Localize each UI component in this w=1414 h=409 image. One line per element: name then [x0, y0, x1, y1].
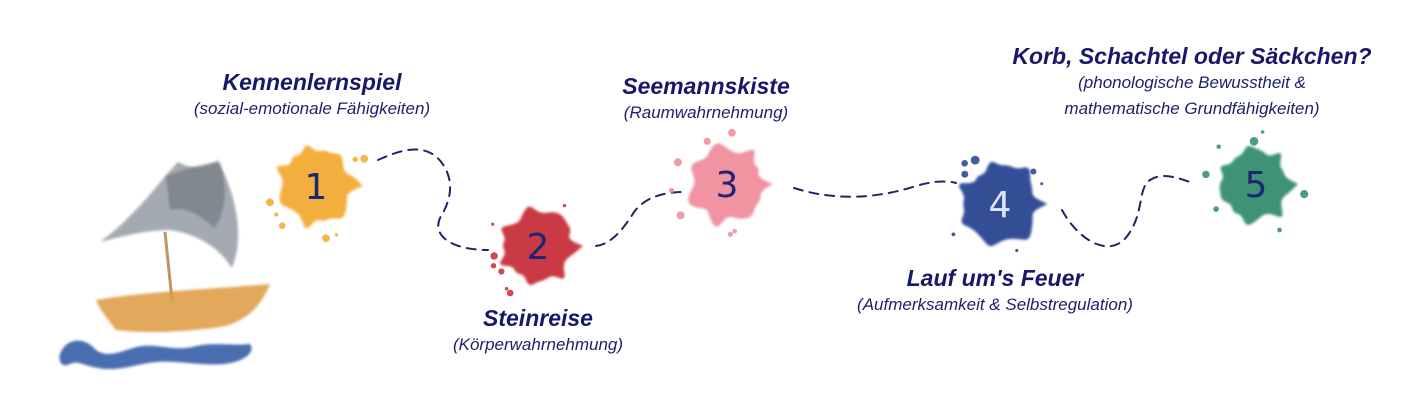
splat-droplet: [1015, 248, 1019, 253]
step-3-number: 3: [716, 165, 739, 206]
splat-droplet: [1216, 144, 1221, 149]
step-5-number: 5: [1245, 165, 1268, 206]
step-1-title: Kennenlernspiel: [222, 69, 402, 95]
splat-droplet: [970, 155, 980, 165]
step-2-title: Steinreise: [483, 305, 593, 331]
step-2-number: 2: [527, 227, 550, 268]
step-2-marker: 2: [490, 203, 583, 297]
step-4-splat: [959, 161, 1048, 247]
splat-droplet: [961, 170, 969, 178]
step-2-subtitle: (Körperwahrnehmung): [452, 335, 624, 354]
splat-droplet: [961, 160, 968, 167]
water: [59, 340, 252, 370]
splat-droplet: [322, 234, 330, 243]
step-3-label: Seemannskiste (Raumwahrnehmung): [556, 72, 856, 126]
step-4-title: Lauf um's Feuer: [906, 265, 1084, 291]
step-2-splat: [500, 206, 583, 286]
step-1-number: 1: [305, 167, 328, 208]
splat-droplet: [274, 212, 279, 217]
hull: [96, 284, 270, 333]
splat-droplet: [506, 289, 514, 297]
step-5-marker: 5: [1202, 130, 1309, 233]
step-3-title: Seemannskiste: [622, 73, 790, 99]
step-4-subtitle: (Aufmerksamkeit & Selbstregulation): [857, 295, 1133, 314]
splat-droplet: [491, 222, 495, 226]
step-1-marker: 1: [266, 145, 369, 243]
step-2-label: Steinreise (Körperwahrnehmung): [388, 304, 688, 358]
step-5-splat: [1219, 145, 1298, 225]
splat-droplet: [490, 252, 498, 260]
step-3-splat: [688, 143, 773, 227]
splat-droplet: [668, 187, 675, 194]
splat-droplet: [727, 231, 733, 237]
splat-droplet: [334, 233, 339, 237]
splat-droplet: [1202, 170, 1210, 179]
splat-droplet: [732, 229, 737, 234]
step-5-title: Korb, Schachtel oder Säckchen?: [1012, 43, 1372, 69]
splat-droplet: [728, 128, 736, 137]
splat-droplet: [1030, 168, 1037, 175]
splat-droplet: [278, 222, 286, 229]
splat-droplet: [498, 268, 505, 275]
step-1-label: Kennenlernspiel (sozial-emotionale Fähig…: [162, 68, 462, 122]
step-1-splat: [276, 145, 363, 229]
splat-droplet: [676, 211, 685, 220]
splat-droplet: [673, 158, 682, 167]
splat-droplet: [1277, 227, 1282, 233]
step-1-subtitle: (sozial-emotionale Fähigkeiten): [193, 99, 431, 118]
splat-droplet: [703, 137, 711, 145]
step-4-label: Lauf um's Feuer (Aufmerksamkeit & Selbst…: [820, 264, 1170, 318]
splat-droplet: [951, 232, 956, 237]
splat-droplet: [490, 263, 497, 269]
step-3-subtitle: (Raumwahrnehmung): [623, 103, 789, 122]
splat-droplet: [1249, 137, 1259, 146]
splat-droplet: [504, 287, 509, 291]
step-5-subtitle-line1: (phonologische Bewusstheit &: [1078, 73, 1306, 92]
step-3-marker: 3: [668, 128, 773, 237]
splat-droplet: [266, 198, 274, 207]
step-5-subtitle-line2: mathematische Grundfähigkeiten): [1064, 99, 1320, 118]
connector-path: [377, 148, 1191, 251]
sail-shadow: [166, 162, 225, 228]
mast: [163, 231, 174, 301]
splat-droplet: [1260, 130, 1265, 134]
splat-droplet: [360, 154, 369, 163]
step-4-number: 4: [989, 185, 1012, 226]
splat-droplet: [562, 203, 567, 208]
splat-droplet: [352, 156, 358, 163]
sailboat-illustration: [59, 160, 270, 370]
step-4-marker: 4: [951, 155, 1048, 253]
splat-droplet: [1040, 182, 1044, 186]
splat-droplet: [1300, 190, 1309, 199]
step-5-label: Korb, Schachtel oder Säckchen? (phonolog…: [992, 42, 1392, 122]
splat-droplet: [1213, 206, 1219, 212]
